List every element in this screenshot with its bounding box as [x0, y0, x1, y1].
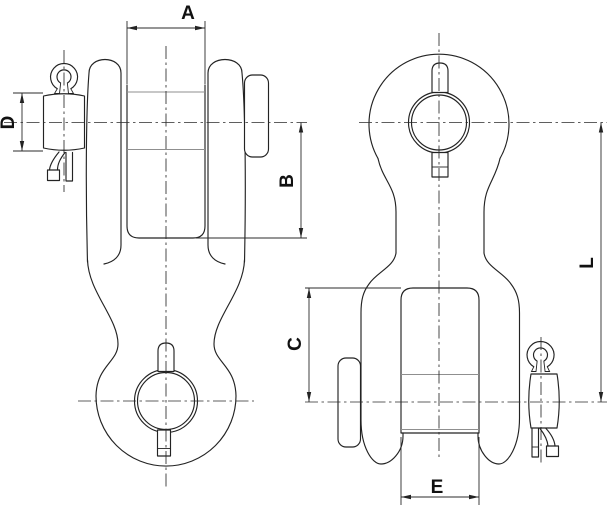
cotter-ring-inner: [56, 69, 72, 84]
dim-arrow-up: [306, 288, 312, 298]
dimension-c: C: [285, 287, 401, 402]
cotter-leg-foot: [545, 445, 560, 458]
pin-keeper: [243, 74, 270, 158]
dim-arrow-up: [298, 122, 304, 133]
cotter-ring-feet: [530, 361, 551, 372]
dim-arrow-left: [127, 25, 137, 31]
cotter-leg-straight: [65, 151, 74, 182]
strap-left: [85, 59, 122, 265]
cotter-ring: [526, 340, 555, 372]
eye-neck-left: [377, 157, 397, 254]
extension-lines: [126, 21, 206, 84]
dim-arrow-up: [598, 122, 604, 133]
cotter-leg-foot: [46, 169, 61, 182]
dim-arrow-down: [306, 392, 312, 402]
eye-plate-outline: [86, 259, 246, 467]
cotter-ring-outer: [526, 340, 555, 368]
dim-arrow-left: [401, 494, 411, 500]
cotter-leg-curved: [48, 151, 66, 171]
pin-keeper: [337, 357, 362, 448]
dim-arrow-up: [19, 93, 25, 103]
dim-arrow-right: [469, 494, 479, 500]
dim-arrow-down: [19, 141, 25, 151]
dimension-a: A: [126, 3, 206, 84]
strap-right: [207, 59, 246, 265]
dim-label-c: C: [285, 337, 306, 351]
dimension-b: B: [196, 122, 307, 239]
extension-lines: [400, 437, 480, 505]
eye-pin-bottom: [431, 151, 449, 178]
clevis-jaw: [400, 287, 480, 434]
dimension-e: E: [400, 437, 480, 505]
eye-neck-right: [483, 157, 501, 254]
cotter-ring-outer: [49, 62, 79, 90]
pin-head: [528, 373, 560, 429]
eye-plate-outline: [368, 53, 510, 160]
right-view: [337, 53, 560, 465]
extension-lines: [13, 92, 43, 152]
dim-arrow-down: [298, 228, 304, 238]
dim-label-d: D: [0, 116, 19, 130]
cotter-ring-feet: [53, 83, 75, 94]
eye-pin-bottom: [156, 429, 172, 457]
centerlines: [4, 33, 607, 487]
strap-right: [477, 252, 521, 465]
cotter-ring: [49, 62, 79, 94]
dim-arrow-right: [195, 25, 205, 31]
cotter-leg-straight: [531, 427, 540, 458]
dimension-d: D: [0, 92, 43, 152]
dim-label-a: A: [181, 3, 195, 24]
dim-label-b: B: [277, 174, 298, 188]
dim-arrow-down: [598, 392, 604, 402]
cotter-ring-inner: [532, 347, 549, 362]
dimension-l: L: [577, 122, 604, 402]
eye-pin-top: [431, 62, 449, 94]
dim-label-e: E: [431, 477, 444, 498]
dim-label-l: L: [577, 257, 598, 269]
cotter-legs: [46, 151, 74, 182]
